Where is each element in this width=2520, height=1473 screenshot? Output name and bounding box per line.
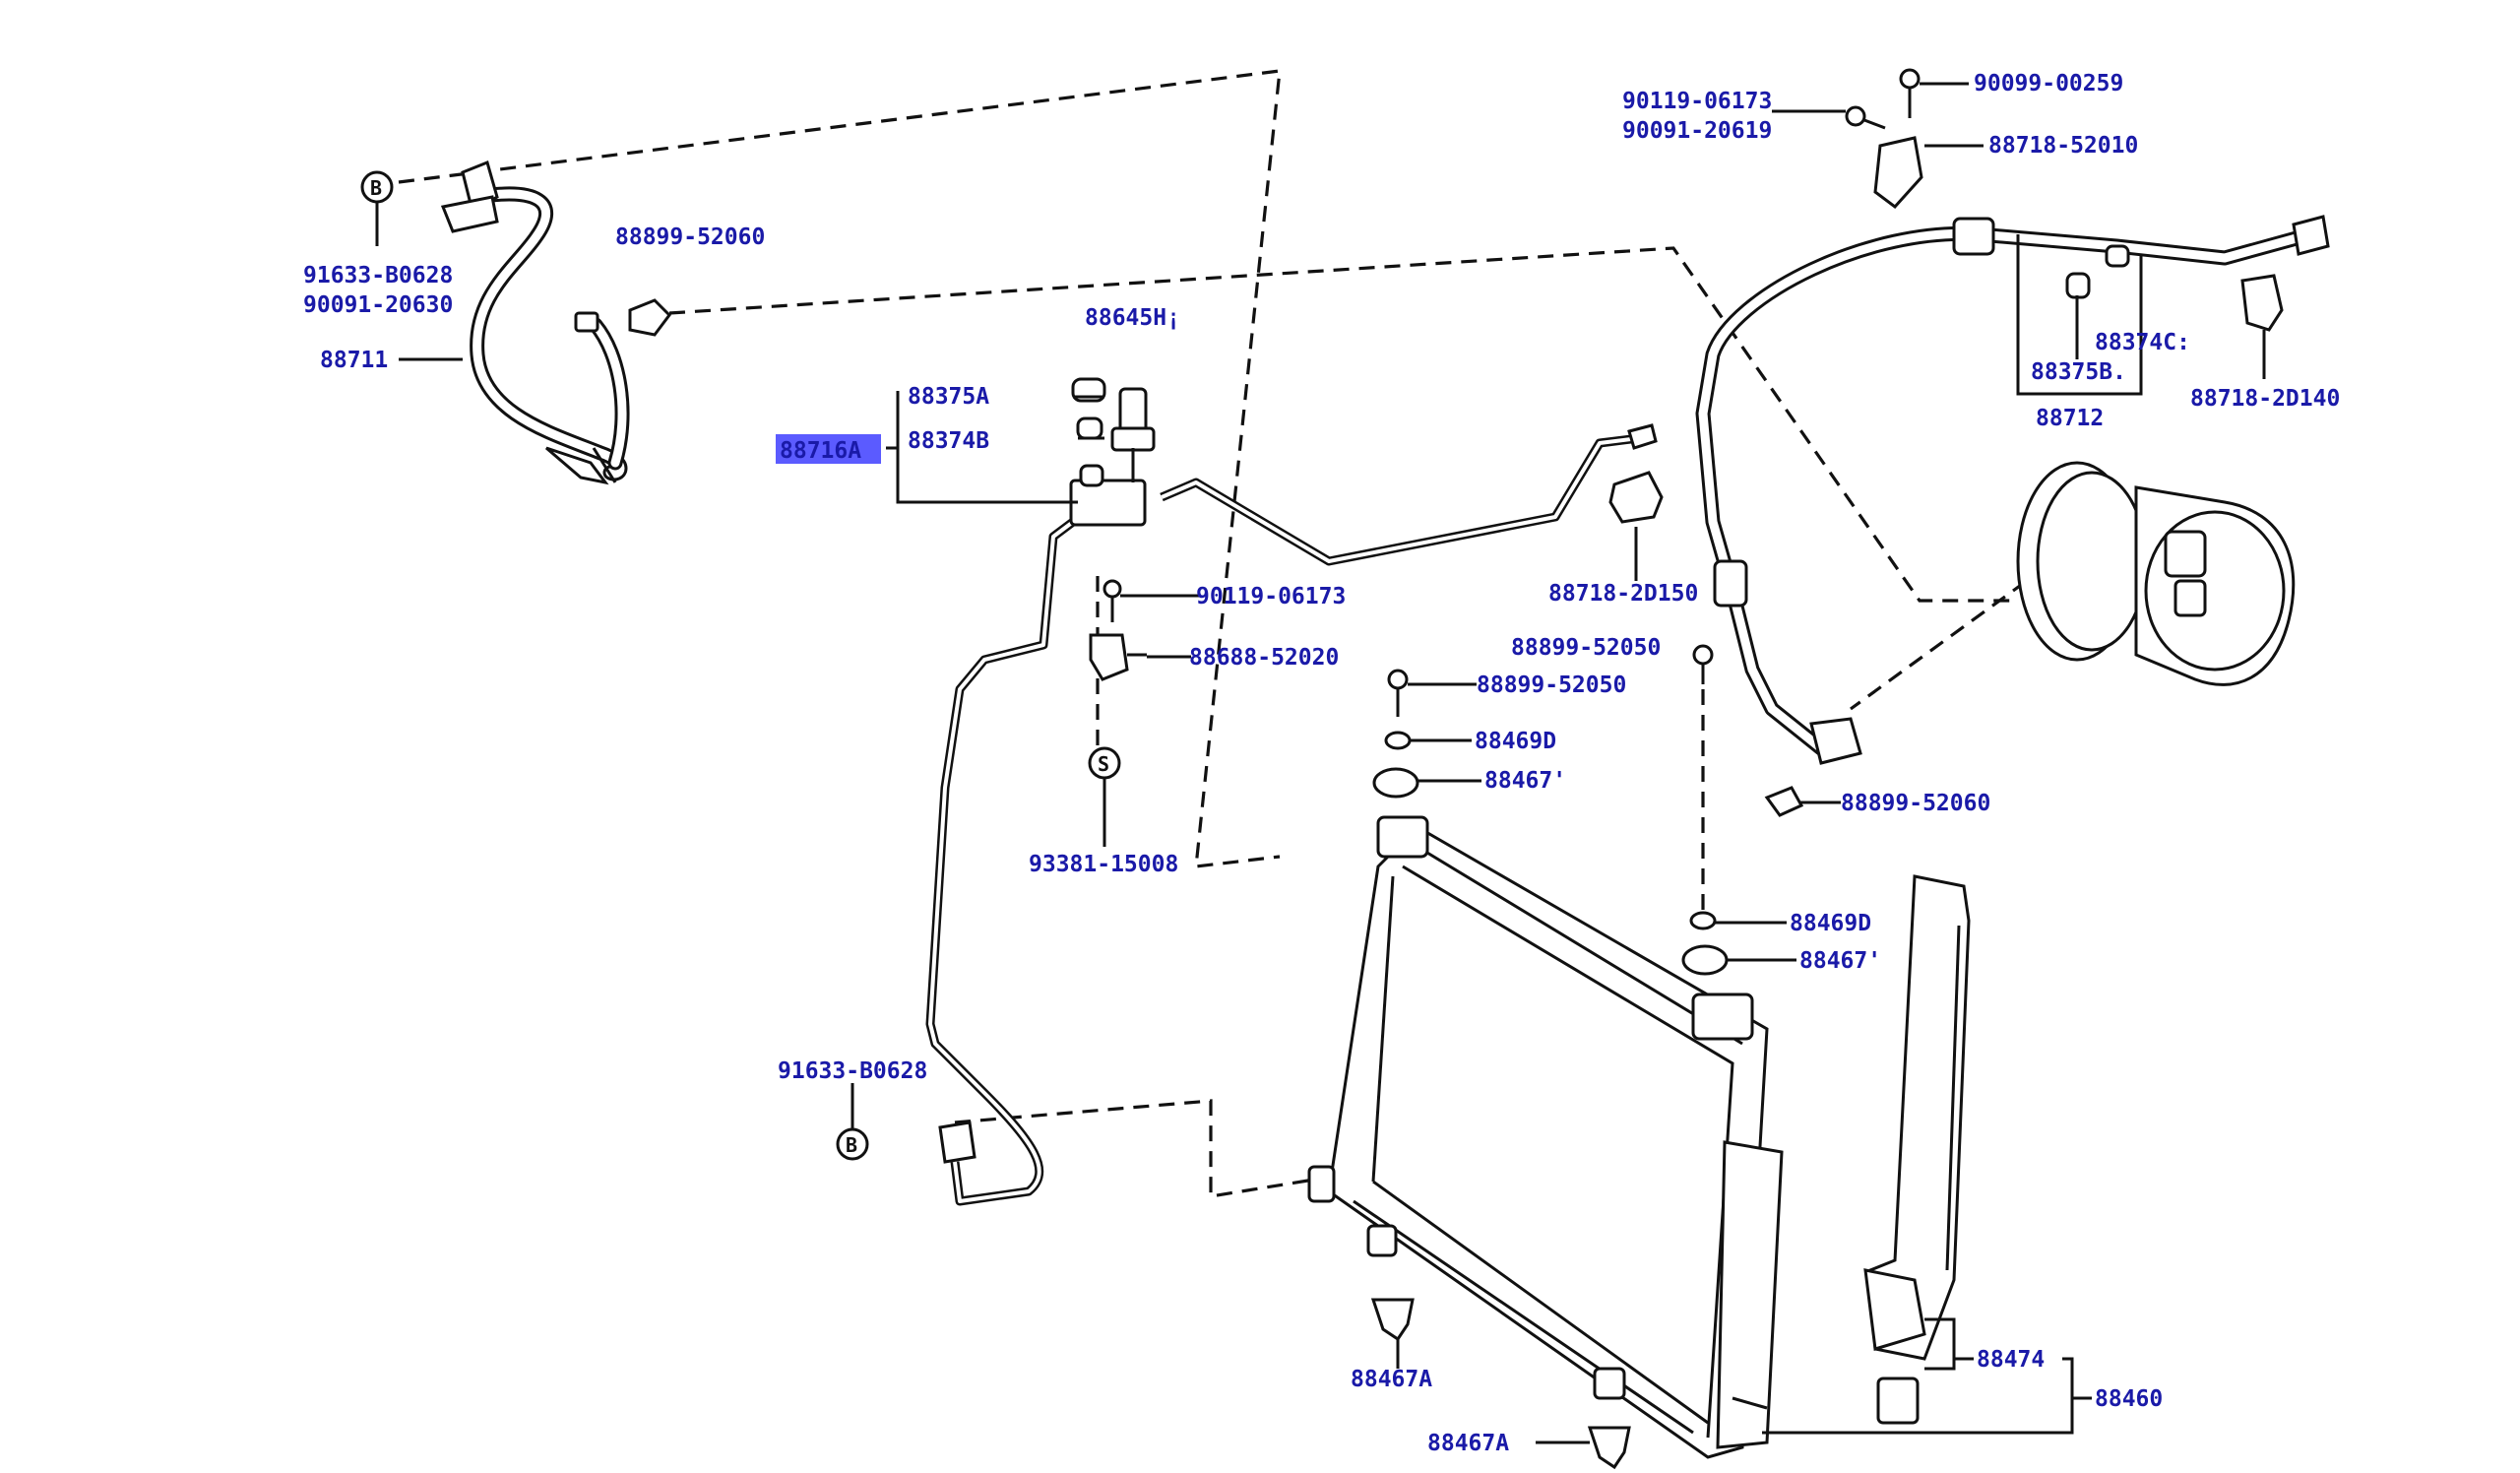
- label-88688-52020[interactable]: 88688-52020: [1189, 645, 1339, 671]
- label-88467a-a[interactable]: 88467A: [1351, 1367, 1432, 1392]
- liquid-pipe-88716a[interactable]: [925, 423, 1658, 1206]
- leader-lines: [399, 82, 2266, 1444]
- clamp-88718-2d150[interactable]: [1608, 471, 1664, 581]
- svg-text:B: B: [846, 1133, 857, 1157]
- label-91633-b0628-bottom[interactable]: 91633-B0628: [778, 1058, 927, 1084]
- label-88467-b[interactable]: 88467': [1799, 948, 1881, 974]
- cushion-88469d-right[interactable]: [1689, 911, 1717, 930]
- label-88460[interactable]: 88460: [2095, 1386, 2163, 1412]
- part-labels: 91633-B0628 90091-20630 88711 88899-5206…: [303, 71, 2340, 1456]
- label-90091-20630[interactable]: 90091-20630: [303, 292, 453, 318]
- label-88899-52060-right[interactable]: 88899-52060: [1841, 791, 1990, 816]
- label-88467-a[interactable]: 88467': [1484, 768, 1566, 794]
- receiver-dryer-88474[interactable]: [1863, 874, 1971, 1425]
- label-88645[interactable]: 88645H¡: [1085, 305, 1180, 331]
- bolt-b-marker-top[interactable]: B: [360, 170, 394, 246]
- ac-compressor[interactable]: [2016, 461, 2296, 686]
- condenser-88460[interactable]: [1307, 815, 1784, 1459]
- cushion-88467-left[interactable]: [1372, 767, 1419, 799]
- bolt-88899-52050-right[interactable]: [1692, 644, 1714, 684]
- o-ring-88375b[interactable]: [2065, 272, 2091, 299]
- label-88469d-a[interactable]: 88469D: [1475, 729, 1556, 754]
- svg-text:B: B: [370, 176, 382, 200]
- clamp-88718-52010[interactable]: [1873, 136, 1923, 210]
- label-90099-00259[interactable]: 90099-00259: [1974, 71, 2123, 96]
- discharge-hose-88711[interactable]: [440, 160, 671, 485]
- clamp-88718-2d140[interactable]: [2240, 274, 2284, 332]
- o-ring-88374c[interactable]: [2105, 244, 2130, 268]
- suction-hose-88712[interactable]: [1695, 215, 2330, 765]
- label-88899-52050-a[interactable]: 88899-52050: [1511, 635, 1661, 661]
- nut-90119-06173-top[interactable]: [1845, 105, 1886, 130]
- svg-text:S: S: [1098, 752, 1109, 776]
- label-88375a[interactable]: 88375A: [908, 384, 989, 410]
- label-88374c[interactable]: 88374C:: [2095, 330, 2190, 355]
- bolt-b-marker-bottom[interactable]: B: [836, 1083, 869, 1161]
- label-88467a-b[interactable]: 88467A: [1427, 1431, 1509, 1456]
- label-93381-15008[interactable]: 93381-15008: [1029, 852, 1178, 877]
- label-90119-06173-mid[interactable]: 90119-06173: [1196, 584, 1346, 609]
- bracket-88688-52020[interactable]: [1089, 633, 1147, 681]
- label-88899-52050-b[interactable]: 88899-52050: [1477, 672, 1626, 698]
- mount-88467a-b[interactable]: [1587, 1426, 1631, 1470]
- bolt-88899-52050-left[interactable]: [1387, 669, 1409, 717]
- label-88716a[interactable]: 88716A: [780, 438, 861, 464]
- label-90091-20619[interactable]: 90091-20619: [1622, 118, 1772, 144]
- bolt-90119-mid[interactable]: [1102, 579, 1122, 622]
- label-91633-b0628-top[interactable]: 91633-B0628: [303, 263, 453, 288]
- bolt-90099-00259[interactable]: [1899, 68, 1921, 118]
- label-88718-2d140[interactable]: 88718-2D140: [2190, 386, 2340, 412]
- label-88474[interactable]: 88474: [1977, 1347, 2045, 1373]
- label-88899-52060-top[interactable]: 88899-52060: [615, 224, 765, 250]
- o-ring-88374b[interactable]: [1076, 416, 1104, 487]
- label-88374b[interactable]: 88374B: [908, 428, 989, 454]
- cushion-88469d-left[interactable]: [1384, 731, 1412, 750]
- highlight-88716a: [776, 434, 881, 464]
- dashed-reference-lines: [398, 69, 2068, 1198]
- label-88469d-b[interactable]: 88469D: [1790, 911, 1871, 936]
- cushion-88467-right[interactable]: [1681, 944, 1729, 976]
- label-88375b[interactable]: 88375B.: [2031, 359, 2126, 385]
- label-88718-2d150[interactable]: 88718-2D150: [1548, 581, 1698, 607]
- label-88712[interactable]: 88712: [2036, 406, 2104, 431]
- pressure-switch-88645[interactable]: [1110, 387, 1156, 482]
- bolt-88899-52060-right[interactable]: [1764, 786, 1841, 817]
- label-88711[interactable]: 88711: [320, 348, 388, 373]
- mount-88467a-a[interactable]: [1370, 1298, 1415, 1342]
- screw-s-marker[interactable]: S: [1088, 746, 1121, 847]
- label-88718-52010[interactable]: 88718-52010: [1988, 133, 2138, 159]
- label-90119-06173-top[interactable]: 90119-06173: [1622, 89, 1772, 114]
